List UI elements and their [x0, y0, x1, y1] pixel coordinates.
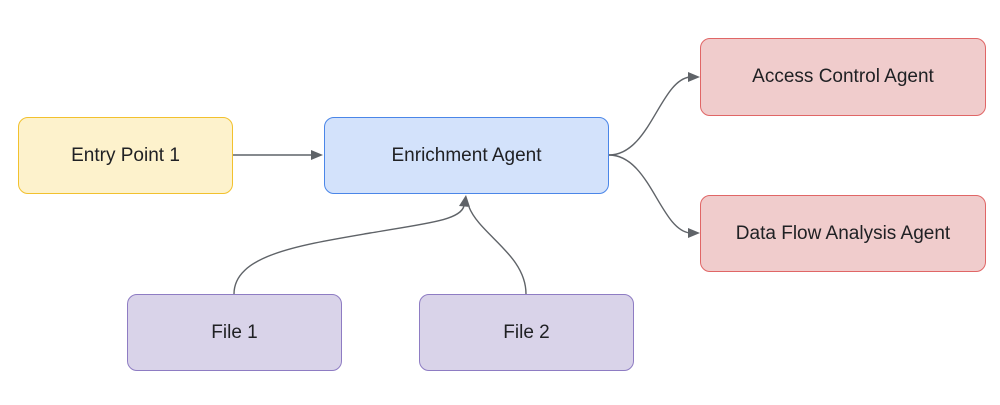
- file-2-node[interactable]: File 2: [419, 294, 634, 371]
- entry-point-label: Entry Point 1: [71, 144, 180, 166]
- file-1-label: File 1: [211, 321, 258, 343]
- entry-point-node[interactable]: Entry Point 1: [18, 117, 233, 194]
- arrowhead-enrichment-to-data-flow: [688, 228, 700, 238]
- edge-enrichment-to-data-flow: [608, 154, 691, 234]
- enrichment-agent-node[interactable]: Enrichment Agent: [324, 117, 609, 194]
- data-flow-analysis-agent-node[interactable]: Data Flow Analysis Agent: [700, 195, 986, 272]
- edge-file1-to-enrichment: [233, 205, 465, 295]
- edge-file2-to-enrichment: [468, 206, 527, 295]
- data-flow-analysis-agent-label: Data Flow Analysis Agent: [735, 222, 951, 244]
- edge-enrichment-to-access-control: [608, 76, 691, 156]
- arrowhead-entry-to-enrichment: [311, 150, 323, 160]
- file-2-label: File 2: [503, 321, 550, 343]
- access-control-agent-node[interactable]: Access Control Agent: [700, 38, 986, 116]
- access-control-agent-label: Access Control Agent: [752, 66, 934, 87]
- file-1-node[interactable]: File 1: [127, 294, 342, 371]
- enrichment-agent-label: Enrichment Agent: [391, 144, 542, 166]
- arrowhead-file1-to-enrichment: [459, 195, 470, 207]
- arrowhead-enrichment-to-access-control: [688, 72, 700, 82]
